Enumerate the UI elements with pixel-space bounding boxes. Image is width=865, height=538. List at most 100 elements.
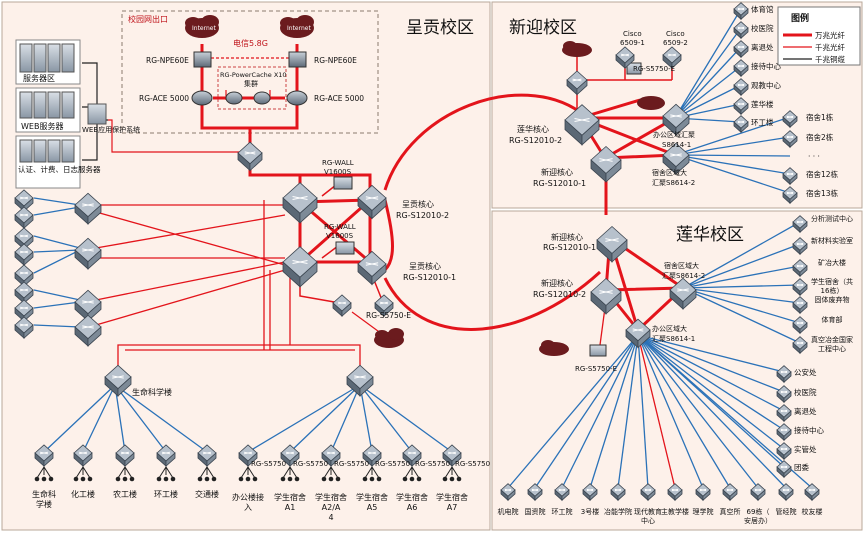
xy-dorm-leaf[interactable] (782, 130, 798, 149)
xy-dorm-leaf[interactable] (782, 167, 798, 186)
left-access-switch-4[interactable] (14, 243, 34, 267)
lh-bottom-leaf[interactable] (695, 483, 711, 502)
xy-dorm-leaf[interactable] (782, 110, 798, 129)
left-aggregation-switch-2[interactable] (74, 237, 102, 270)
firewall-2[interactable] (335, 241, 355, 255)
xy-office-leaf[interactable] (733, 115, 749, 134)
bottom-right-leaf-switch[interactable] (238, 444, 258, 468)
exit-aggregation-switch[interactable] (237, 141, 263, 172)
life-science-dist-switch[interactable] (104, 364, 132, 397)
internet-cloud-left[interactable] (185, 15, 219, 38)
lh-office-leaf[interactable] (776, 365, 792, 384)
xy-office-leaf[interactable] (733, 78, 749, 97)
left-aggregation-switch-4[interactable] (74, 314, 102, 347)
cg-core-right-2[interactable] (357, 184, 387, 220)
left-access-switch-1[interactable] (14, 189, 34, 213)
cg-s5750e-switch-1[interactable] (332, 294, 352, 318)
lh-dorm-leaf[interactable] (792, 296, 808, 315)
lh-office-aggregation[interactable] (625, 318, 651, 349)
dorm-dist-switch[interactable] (346, 364, 374, 397)
npe-router-left[interactable] (193, 51, 212, 68)
bottom-left-leaf-switch[interactable] (156, 444, 176, 468)
cg-core-switch-1[interactable] (282, 246, 318, 288)
lh-dorm-leaf[interactable] (792, 316, 808, 335)
left-access-switch-5[interactable] (14, 264, 34, 288)
lh-bottom-leaf[interactable] (750, 483, 766, 502)
xy-office-leaf[interactable] (733, 2, 749, 21)
lh-bottom-leaf-label: 安居办） (744, 516, 772, 525)
server-rack-group-2[interactable] (15, 87, 81, 133)
left-aggregation-switch-1[interactable] (74, 192, 102, 225)
lh-dorm-leaf[interactable] (792, 215, 808, 234)
cg-core-switch-2[interactable] (282, 182, 318, 224)
ace-device-right[interactable] (286, 90, 308, 106)
xy-dorm-aggregation[interactable] (662, 142, 690, 175)
bottom-right-leaf-switch[interactable] (321, 444, 341, 468)
lh-bottom-leaf[interactable] (804, 483, 820, 502)
cloud-xinying-2[interactable] (637, 96, 665, 110)
bottom-right-leaf-switch[interactable] (362, 444, 382, 468)
cache-node-1[interactable] (225, 91, 243, 105)
cloud-lianhua[interactable] (539, 340, 569, 356)
bottom-left-leaf-switch[interactable] (73, 444, 93, 468)
lh-office-leaf[interactable] (776, 442, 792, 461)
lh-dorm-aggregation[interactable] (669, 277, 697, 310)
lh-dorm-leaf[interactable] (792, 237, 808, 256)
cg-s5750e-switch-2[interactable] (374, 294, 394, 318)
bottom-left-leaf-switch[interactable] (34, 444, 54, 468)
lh-office-leaf[interactable] (776, 385, 792, 404)
lh-office-leaf[interactable] (776, 423, 792, 442)
lh-core-switch-2[interactable] (590, 277, 622, 315)
lh-bottom-leaf[interactable] (640, 483, 656, 502)
left-access-switch-8[interactable] (14, 316, 34, 340)
internet-label-right: Internet (287, 25, 311, 32)
lh-bottom-leaf[interactable] (500, 483, 516, 502)
xy-core-switch-1[interactable] (590, 145, 622, 183)
internet-cloud-right[interactable] (280, 15, 314, 38)
cg-core-right-1[interactable] (357, 250, 387, 286)
bottom-left-leaf-switch[interactable] (115, 444, 135, 468)
server-rack-group-3[interactable] (15, 135, 81, 189)
lh-bottom-leaf[interactable] (722, 483, 738, 502)
cache-node-2[interactable] (253, 91, 271, 105)
xy-core-switch-2[interactable] (564, 104, 600, 146)
lh-office-leaf[interactable] (776, 460, 792, 479)
bottom-right-leaf-switch[interactable] (402, 444, 422, 468)
cisco-6509-2[interactable] (662, 46, 682, 70)
lh-dorm-leaf[interactable] (792, 278, 808, 297)
endpoint-dot (402, 476, 408, 482)
bottom-right-leaf-switch[interactable] (442, 444, 462, 468)
lh-bottom-leaf[interactable] (610, 483, 626, 502)
xy-office-leaf[interactable] (733, 21, 749, 40)
cloud-xinying[interactable] (562, 41, 592, 57)
firewall-1[interactable] (333, 176, 353, 190)
lh-bottom-leaf[interactable] (778, 483, 794, 502)
ace-device-left[interactable] (191, 90, 213, 106)
lh-dorm-leaf[interactable] (792, 259, 808, 278)
xy-dorm-leaf[interactable] (782, 186, 798, 205)
xy-office-leaf[interactable] (733, 59, 749, 78)
s5750e-lianhua-device[interactable] (589, 344, 607, 357)
left-access-switch-6[interactable] (14, 281, 34, 305)
xy-top-switch[interactable] (566, 70, 588, 96)
server-rack-group-1[interactable] (15, 39, 81, 85)
xy-office-aggregation[interactable] (662, 103, 690, 136)
cloud-s5750e-chenggong[interactable] (374, 328, 404, 348)
lh-bottom-leaf[interactable] (527, 483, 543, 502)
s5750e-xinying-device[interactable] (626, 62, 642, 75)
left-aggregation-switch-3[interactable] (74, 289, 102, 322)
lh-bottom-leaf[interactable] (554, 483, 570, 502)
lh-core-switch-1[interactable] (596, 225, 628, 263)
waf-device[interactable] (87, 103, 107, 125)
xy-office-leaf[interactable] (733, 40, 749, 59)
lh-dorm-leaf[interactable] (792, 336, 808, 355)
lh-bottom-leaf[interactable] (667, 483, 683, 502)
bottom-left-leaf-switch[interactable] (197, 444, 217, 468)
bottom-right-leaf-switch[interactable] (280, 444, 300, 468)
lh-bottom-leaf[interactable] (582, 483, 598, 502)
npe-router-right[interactable] (288, 51, 307, 68)
xy-office-leaf-label: 离退处 (751, 42, 774, 52)
cisco-6509-1[interactable] (615, 46, 635, 70)
xy-office-leaf[interactable] (733, 97, 749, 116)
lh-office-leaf[interactable] (776, 404, 792, 423)
